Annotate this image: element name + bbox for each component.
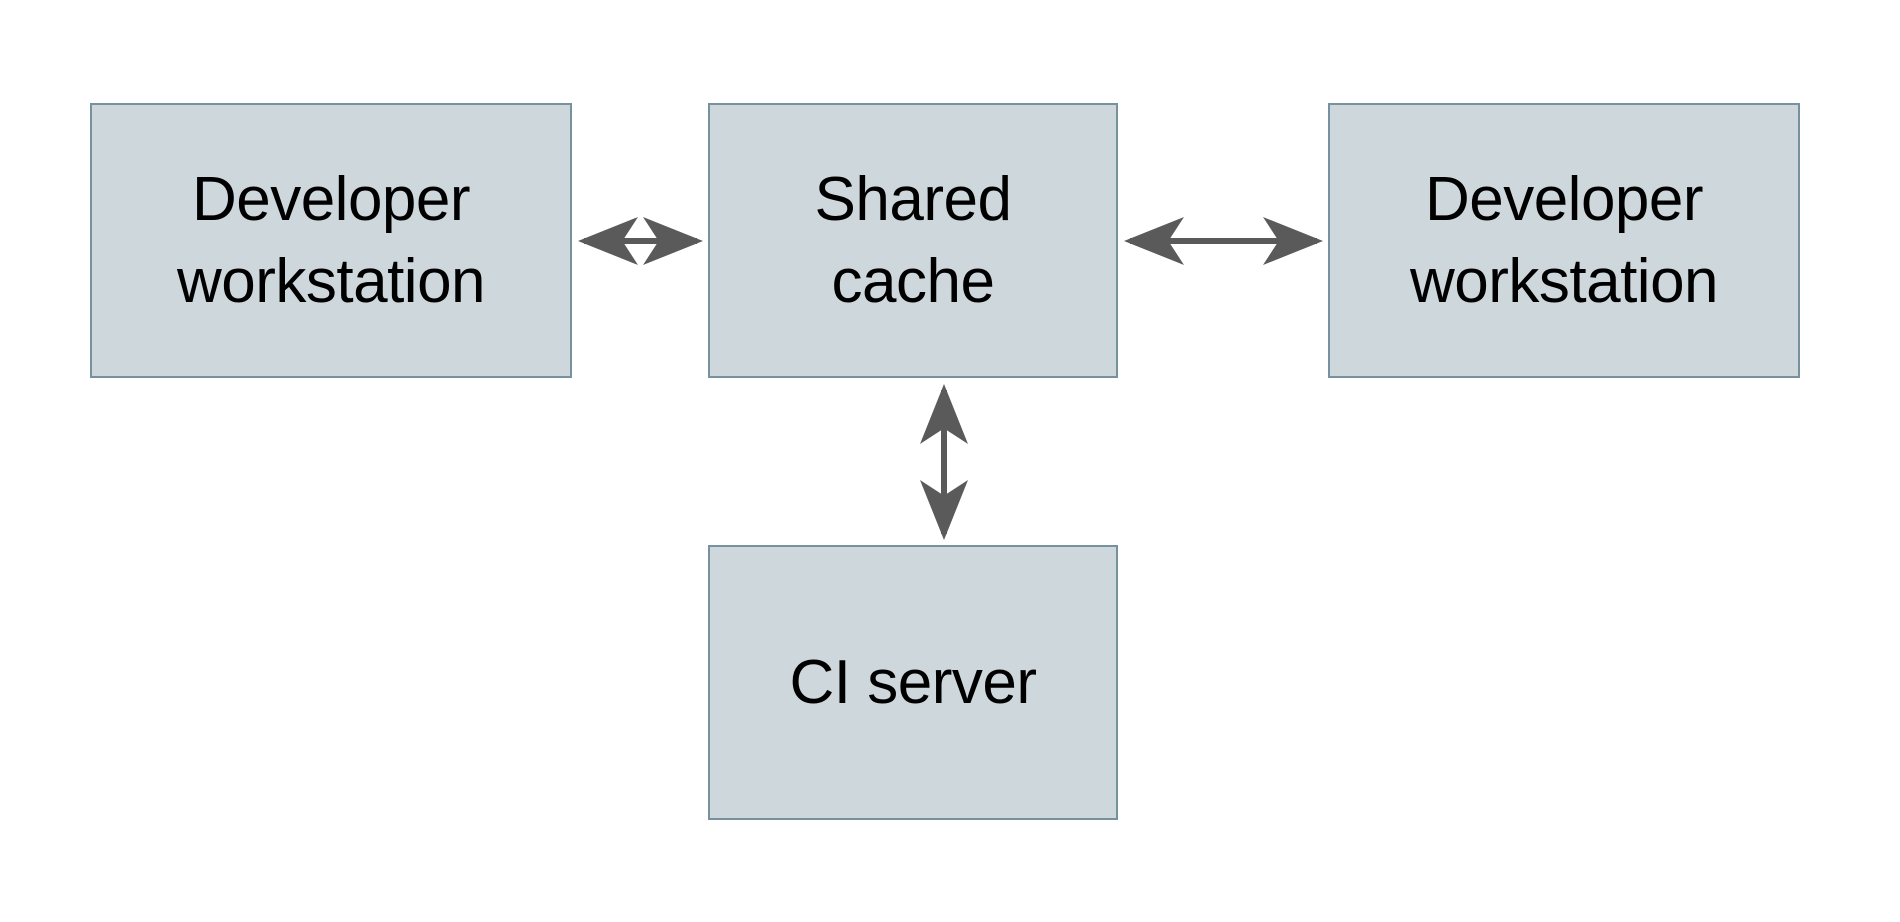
node-label-developer-workstation-left: Developer workstation (176, 164, 486, 316)
node-label-shared-cache: Shared cache (814, 164, 1012, 316)
node-ci-server[interactable]: CI server (708, 545, 1118, 820)
node-shared-cache[interactable]: Shared cache (708, 103, 1118, 378)
node-label-developer-workstation-right: Developer workstation (1409, 164, 1719, 316)
node-developer-workstation-right[interactable]: Developer workstation (1328, 103, 1800, 378)
node-developer-workstation-left[interactable]: Developer workstation (90, 103, 572, 378)
node-label-ci-server: CI server (789, 647, 1037, 717)
